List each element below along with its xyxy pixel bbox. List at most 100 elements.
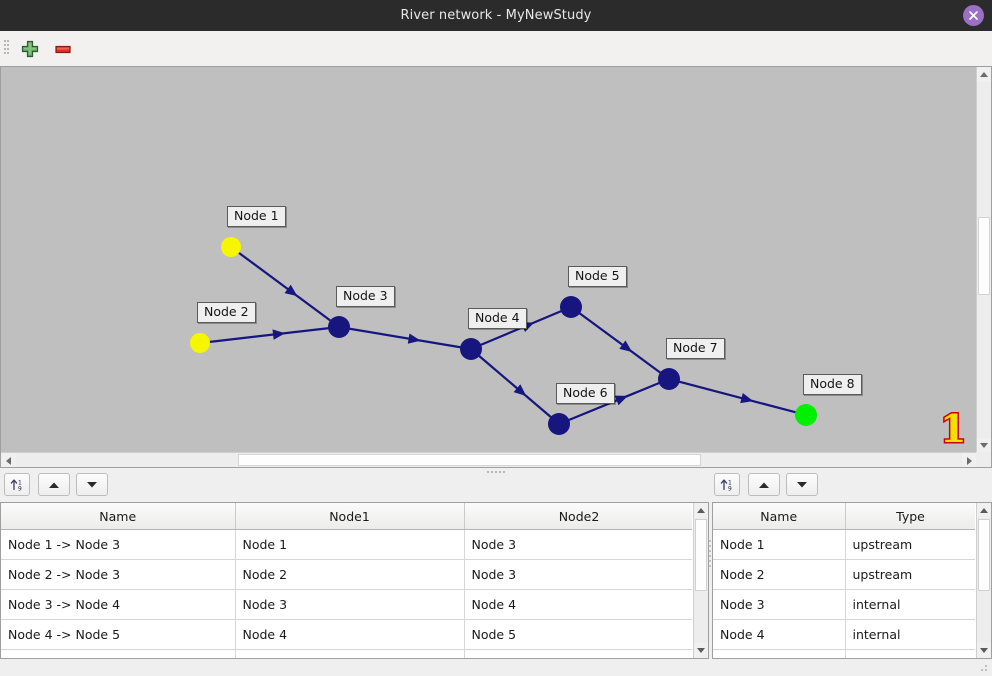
nodes-table-row[interactable]	[713, 649, 975, 658]
add-node-button[interactable]	[18, 37, 42, 61]
graph-vscroll-thumb[interactable]	[978, 217, 990, 295]
graph-node-n7[interactable]	[658, 368, 680, 390]
links-scroll-down-icon[interactable]	[694, 643, 708, 658]
graph-node-n1[interactable]	[221, 237, 241, 257]
graph-scroll-right-icon[interactable]	[962, 453, 977, 467]
links-table-cell[interactable]: Node 3 -> Node 4	[1, 589, 236, 620]
graph-edge[interactable]	[348, 327, 462, 349]
links-table-scrollbar[interactable]	[693, 503, 708, 658]
graph-node-label-n5[interactable]: Node 5	[568, 266, 627, 287]
links-table-column-header-2[interactable]: Node2	[464, 503, 692, 530]
links-table-cell[interactable]: Node 4	[464, 589, 692, 620]
nodes-sort-button[interactable]: 1 9	[714, 473, 740, 496]
links-table-column-header-0[interactable]: Name	[1, 503, 236, 530]
graph-hscroll-thumb[interactable]	[238, 454, 701, 466]
nodes-table-column-header-1[interactable]: Type	[845, 503, 975, 530]
links-table-cell[interactable]	[235, 649, 465, 658]
nodes-move-up-button[interactable]	[748, 473, 780, 496]
graph-node-n3[interactable]	[328, 316, 350, 338]
links-table-cell[interactable]: Node 3	[464, 529, 692, 560]
graph-node-label-n8[interactable]: Node 8	[803, 374, 862, 395]
nodes-table-cell[interactable]: internal	[845, 619, 975, 650]
links-table-cell[interactable]: Node 2 -> Node 3	[1, 559, 236, 590]
links-table-cell[interactable]	[1, 649, 236, 658]
nodes-table-scrollbar[interactable]	[976, 503, 991, 658]
graph-edge[interactable]	[678, 380, 797, 414]
nodes-scroll-down-icon[interactable]	[977, 643, 991, 658]
nodes-scroll-thumb[interactable]	[978, 519, 990, 591]
graph-horizontal-scrollbar[interactable]	[1, 452, 977, 467]
links-table-column-header-1[interactable]: Node1	[235, 503, 465, 530]
links-move-down-button[interactable]	[76, 473, 108, 496]
close-icon[interactable]	[963, 5, 984, 26]
graph-scroll-down-icon[interactable]	[977, 438, 991, 453]
nodes-table-cell[interactable]: Node 1	[713, 529, 846, 560]
links-table-cell[interactable]: Node 1 -> Node 3	[1, 529, 236, 560]
delete-node-button[interactable]	[51, 37, 75, 61]
status-strip	[0, 659, 992, 676]
nodes-scroll-up-icon[interactable]	[977, 503, 991, 518]
nodes-table-cell[interactable]: upstream	[845, 529, 975, 560]
graph-scroll-up-icon[interactable]	[977, 67, 991, 82]
nodes-table-cell[interactable]: upstream	[845, 559, 975, 590]
nodes-table-column-header-0[interactable]: Name	[713, 503, 846, 530]
links-table-cell[interactable]	[464, 649, 692, 658]
graph-edge[interactable]	[237, 251, 332, 322]
links-table-cell[interactable]: Node 3	[464, 559, 692, 590]
graph-node-n4[interactable]	[460, 338, 482, 360]
tables-splitter-grip[interactable]	[709, 540, 712, 570]
graph-node-n6[interactable]	[548, 413, 570, 435]
links-scroll-thumb[interactable]	[695, 519, 707, 591]
graph-node-n8[interactable]	[795, 404, 817, 426]
nodes-table-cell[interactable]: Node 3	[713, 589, 846, 620]
links-scroll-up-icon[interactable]	[694, 503, 708, 518]
graph-node-n2[interactable]	[190, 333, 210, 353]
links-sort-button[interactable]: 1 9	[4, 473, 30, 496]
resize-grip[interactable]	[981, 665, 987, 671]
graph-node-n5[interactable]	[560, 296, 582, 318]
nodes-table-cell[interactable]	[845, 649, 975, 658]
links-table-cell[interactable]: Node 4 -> Node 5	[1, 619, 236, 650]
nodes-table-cell[interactable]: Node 4	[713, 619, 846, 650]
nodes-table-cell[interactable]: Node 2	[713, 559, 846, 590]
toolbar-grip[interactable]	[4, 40, 9, 58]
network-graph-canvas[interactable]: Node 1 Node 2 Node 3 Node 4 Node 5 Node 6 Node…	[1, 67, 977, 453]
splitter-grip[interactable]	[487, 471, 505, 473]
nodes-table-cell[interactable]	[713, 649, 846, 658]
links-table-cell[interactable]: Node 3	[235, 589, 465, 620]
graph-edge[interactable]	[208, 327, 330, 344]
graph-node-label-n2[interactable]: Node 2	[197, 302, 256, 323]
links-table-cell[interactable]: Node 1	[235, 529, 465, 560]
graph-edge[interactable]	[578, 312, 662, 374]
graph-node-label-n7[interactable]: Node 7	[666, 338, 725, 359]
links-table-cell[interactable]: Node 4	[235, 619, 465, 650]
network-graph-panel[interactable]: Node 1 Node 2 Node 3 Node 4 Node 5 Node 6 Node…	[0, 66, 992, 468]
panel-splitter[interactable]	[0, 468, 992, 475]
nodes-move-down-button[interactable]	[786, 473, 818, 496]
graph-edge[interactable]	[477, 354, 553, 419]
links-table-row[interactable]	[1, 649, 692, 658]
links-table-cell[interactable]: Node 2	[235, 559, 465, 590]
links-move-up-button[interactable]	[38, 473, 70, 496]
graph-vertical-scrollbar[interactable]	[976, 67, 991, 453]
graph-node-label-n1[interactable]: Node 1	[227, 206, 286, 227]
graph-scroll-left-icon[interactable]	[1, 453, 16, 467]
links-table-cell[interactable]: Node 5	[464, 619, 692, 650]
graph-node-label-n4[interactable]: Node 4	[468, 308, 527, 329]
graph-node-label-n6[interactable]: Node 6	[556, 383, 615, 404]
graph-node-label-n3[interactable]: Node 3	[336, 286, 395, 307]
nodes-table-cell[interactable]: internal	[845, 589, 975, 620]
